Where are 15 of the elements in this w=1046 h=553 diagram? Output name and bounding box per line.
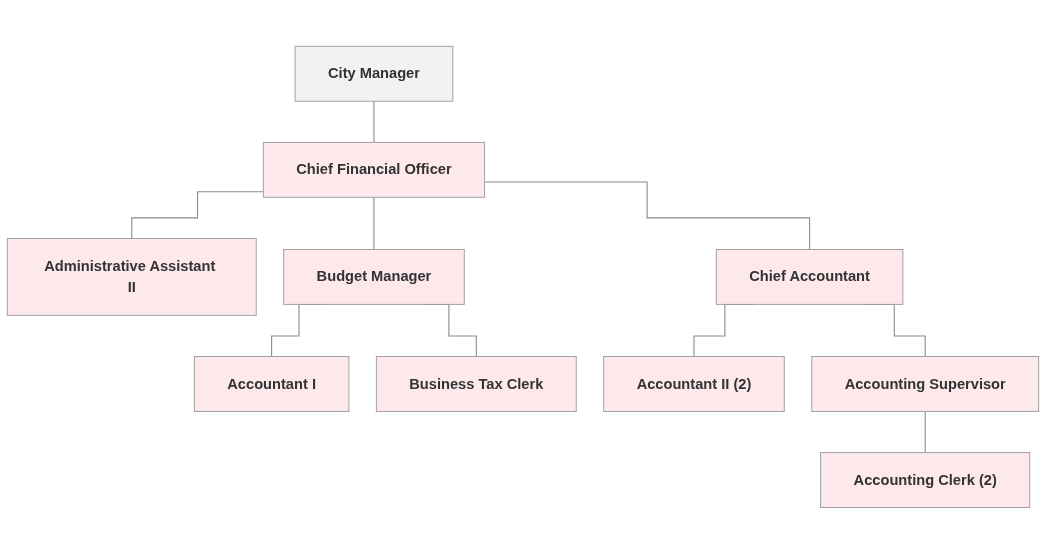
node-box: Accounting Clerk (2) [820,451,1031,508]
node-box: Administrative Assistant II [6,237,257,316]
connector [924,410,926,453]
node-box: Accountant II (2) [603,355,785,412]
connector [131,190,264,239]
node-box: Chief Accountant [715,248,904,305]
connector [373,196,375,250]
node-box: Accountant I [193,355,350,412]
node-box: City Manager [294,45,454,102]
node-box: Budget Manager [283,248,465,305]
connector [484,181,811,250]
node-box: Chief Financial Officer [262,141,486,198]
node-box: Accounting Supervisor [811,355,1040,412]
node-box: Business Tax Clerk [375,355,577,412]
connector [373,100,375,143]
